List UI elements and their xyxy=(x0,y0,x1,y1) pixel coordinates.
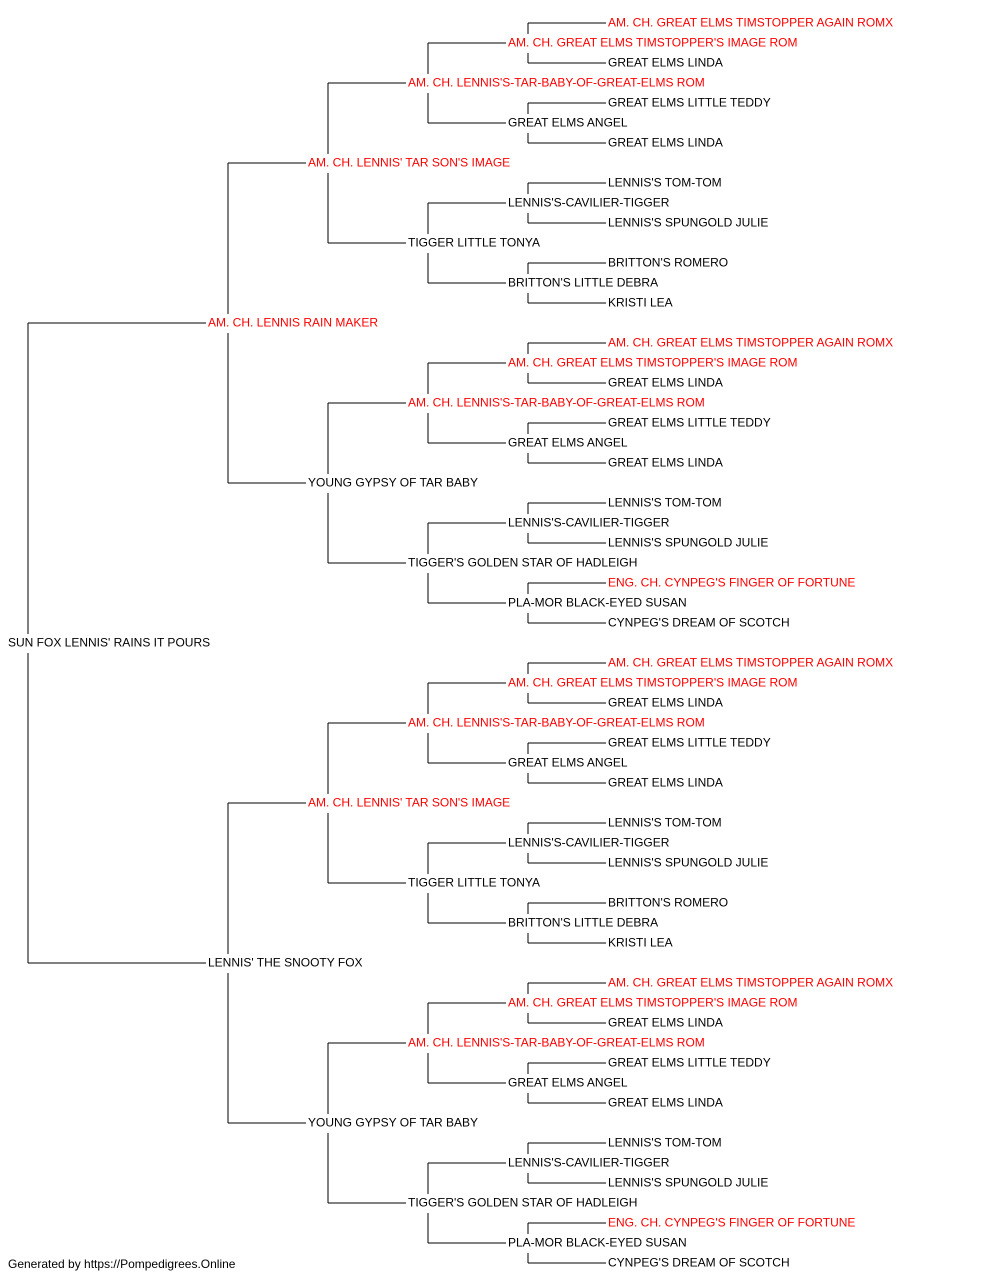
ancestor-name[interactable]: AM. CH. GREAT ELMS TIMSTOPPER AGAIN ROMX xyxy=(608,16,893,30)
ancestor-name[interactable]: GREAT ELMS ANGEL xyxy=(508,116,628,130)
ancestor-name[interactable]: GREAT ELMS LITTLE TEDDY xyxy=(608,1056,771,1070)
ancestor-name[interactable]: AM. CH. LENNIS'S-TAR-BABY-OF-GREAT-ELMS … xyxy=(408,716,705,730)
ancestor-name[interactable]: LENNIS'S TOM-TOM xyxy=(608,1136,722,1150)
ancestor-name[interactable]: LENNIS'S TOM-TOM xyxy=(608,816,722,830)
ancestor-name[interactable]: GREAT ELMS LINDA xyxy=(608,376,723,390)
ancestor-name[interactable]: GREAT ELMS LINDA xyxy=(608,1016,723,1030)
ancestor-name[interactable]: KRISTI LEA xyxy=(608,296,673,310)
ancestor-name[interactable]: AM. CH. GREAT ELMS TIMSTOPPER'S IMAGE RO… xyxy=(508,356,797,370)
ancestor-name[interactable]: BRITTON'S ROMERO xyxy=(608,896,728,910)
ancestor-name[interactable]: LENNIS'S TOM-TOM xyxy=(608,496,722,510)
ancestor-name[interactable]: LENNIS'S SPUNGOLD JULIE xyxy=(608,536,768,550)
ancestor-name[interactable]: AM. CH. LENNIS RAIN MAKER xyxy=(208,316,378,330)
ancestor-name[interactable]: LENNIS'S SPUNGOLD JULIE xyxy=(608,1176,768,1190)
ancestor-name[interactable]: GREAT ELMS LINDA xyxy=(608,696,723,710)
ancestor-name[interactable]: AM. CH. LENNIS'S-TAR-BABY-OF-GREAT-ELMS … xyxy=(408,1036,705,1050)
ancestor-name[interactable]: BRITTON'S LITTLE DEBRA xyxy=(508,916,658,930)
ancestor-name[interactable]: ENG. CH. CYNPEG'S FINGER OF FORTUNE xyxy=(608,1216,855,1230)
ancestor-name[interactable]: AM. CH. GREAT ELMS TIMSTOPPER AGAIN ROMX xyxy=(608,976,893,990)
ancestor-name[interactable]: GREAT ELMS LINDA xyxy=(608,456,723,470)
ancestor-name[interactable]: LENNIS'S-CAVILIER-TIGGER xyxy=(508,836,670,850)
ancestor-name[interactable]: LENNIS'S SPUNGOLD JULIE xyxy=(608,856,768,870)
ancestor-name[interactable]: AM. CH. LENNIS'S-TAR-BABY-OF-GREAT-ELMS … xyxy=(408,396,705,410)
ancestor-name[interactable]: GREAT ELMS LITTLE TEDDY xyxy=(608,416,771,430)
ancestor-name[interactable]: AM. CH. LENNIS'S-TAR-BABY-OF-GREAT-ELMS … xyxy=(408,76,705,90)
ancestor-name[interactable]: GREAT ELMS LINDA xyxy=(608,136,723,150)
ancestor-name[interactable]: GREAT ELMS LINDA xyxy=(608,1096,723,1110)
ancestor-name[interactable]: LENNIS'S-CAVILIER-TIGGER xyxy=(508,1156,670,1170)
ancestor-name[interactable]: TIGGER LITTLE TONYA xyxy=(408,236,540,250)
ancestor-name[interactable]: AM. CH. GREAT ELMS TIMSTOPPER'S IMAGE RO… xyxy=(508,36,797,50)
ancestor-name[interactable]: GREAT ELMS LITTLE TEDDY xyxy=(608,96,771,110)
ancestor-name[interactable]: AM. CH. GREAT ELMS TIMSTOPPER AGAIN ROMX xyxy=(608,656,893,670)
ancestor-name[interactable]: LENNIS'S SPUNGOLD JULIE xyxy=(608,216,768,230)
ancestor-name[interactable]: BRITTON'S ROMERO xyxy=(608,256,728,270)
ancestor-name[interactable]: GREAT ELMS ANGEL xyxy=(508,1076,628,1090)
ancestor-name[interactable]: PLA-MOR BLACK-EYED SUSAN xyxy=(508,596,687,610)
ancestor-name[interactable]: TIGGER'S GOLDEN STAR OF HADLEIGH xyxy=(408,1196,637,1210)
ancestor-name[interactable]: LENNIS' THE SNOOTY FOX xyxy=(208,956,363,970)
pedigree-names: SUN FOX LENNIS' RAINS IT POURS AM. CH. LE… xyxy=(8,16,893,1270)
ancestor-name[interactable]: YOUNG GYPSY OF TAR BABY xyxy=(308,1116,478,1130)
ancestor-name[interactable]: AM. CH. LENNIS' TAR SON'S IMAGE xyxy=(308,796,510,810)
ancestor-name[interactable]: AM. CH. GREAT ELMS TIMSTOPPER'S IMAGE RO… xyxy=(508,996,797,1010)
ancestor-name[interactable]: CYNPEG'S DREAM OF SCOTCH xyxy=(608,1256,790,1270)
generated-by-footer: Generated by https://Pompedigrees.Online xyxy=(8,1257,236,1271)
ancestor-name[interactable]: LENNIS'S TOM-TOM xyxy=(608,176,722,190)
ancestor-name[interactable]: YOUNG GYPSY OF TAR BABY xyxy=(308,476,478,490)
ancestor-name[interactable]: TIGGER LITTLE TONYA xyxy=(408,876,540,890)
ancestor-name[interactable]: ENG. CH. CYNPEG'S FINGER OF FORTUNE xyxy=(608,576,855,590)
ancestor-name[interactable]: GREAT ELMS LINDA xyxy=(608,776,723,790)
pedigree-connectors xyxy=(27,22,606,1264)
ancestor-name[interactable]: PLA-MOR BLACK-EYED SUSAN xyxy=(508,1236,687,1250)
ancestor-name[interactable]: LENNIS'S-CAVILIER-TIGGER xyxy=(508,196,670,210)
ancestor-name[interactable]: KRISTI LEA xyxy=(608,936,673,950)
ancestor-name[interactable]: TIGGER'S GOLDEN STAR OF HADLEIGH xyxy=(408,556,637,570)
subject-dog-name[interactable]: SUN FOX LENNIS' RAINS IT POURS xyxy=(8,636,210,650)
ancestor-name[interactable]: GREAT ELMS ANGEL xyxy=(508,756,628,770)
ancestor-name[interactable]: AM. CH. GREAT ELMS TIMSTOPPER AGAIN ROMX xyxy=(608,336,893,350)
ancestor-name[interactable]: BRITTON'S LITTLE DEBRA xyxy=(508,276,658,290)
ancestor-name[interactable]: AM. CH. LENNIS' TAR SON'S IMAGE xyxy=(308,156,510,170)
ancestor-name[interactable]: GREAT ELMS LITTLE TEDDY xyxy=(608,736,771,750)
ancestor-name[interactable]: LENNIS'S-CAVILIER-TIGGER xyxy=(508,516,670,530)
ancestor-name[interactable]: CYNPEG'S DREAM OF SCOTCH xyxy=(608,616,790,630)
ancestor-name[interactable]: GREAT ELMS ANGEL xyxy=(508,436,628,450)
ancestor-name[interactable]: GREAT ELMS LINDA xyxy=(608,56,723,70)
ancestor-name[interactable]: AM. CH. GREAT ELMS TIMSTOPPER'S IMAGE RO… xyxy=(508,676,797,690)
